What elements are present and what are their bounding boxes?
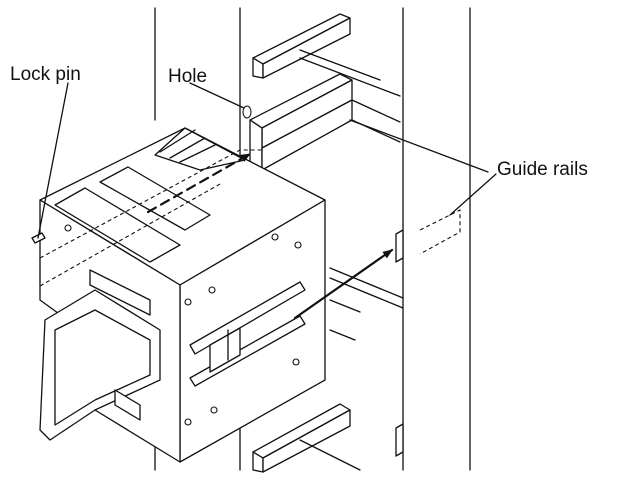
unit-handle <box>39 269 161 441</box>
upper-guide-rail <box>252 13 401 97</box>
label-lock-pin: Lock pin <box>10 64 81 85</box>
phantom-guide-lines <box>39 149 461 287</box>
guide-rails-leader-upper <box>349 119 489 173</box>
hole-marker <box>242 105 252 119</box>
side-insertion-arrow <box>293 248 394 320</box>
leader-lines <box>37 82 497 239</box>
label-guide-rails: Guide rails <box>497 159 588 180</box>
middle-guide-rail <box>249 73 401 183</box>
insertion-arrows <box>146 152 394 320</box>
unit-body <box>39 127 326 463</box>
guide-rails-leader-lower <box>449 173 497 216</box>
lock-pin-leader <box>37 82 69 239</box>
fastener-holes <box>64 224 302 426</box>
label-hole: Hole <box>168 66 207 87</box>
lower-guide-rail <box>252 403 361 473</box>
hole-leader <box>189 82 245 109</box>
right-rail-fragments <box>329 229 404 457</box>
top-insertion-arrow <box>146 152 252 214</box>
